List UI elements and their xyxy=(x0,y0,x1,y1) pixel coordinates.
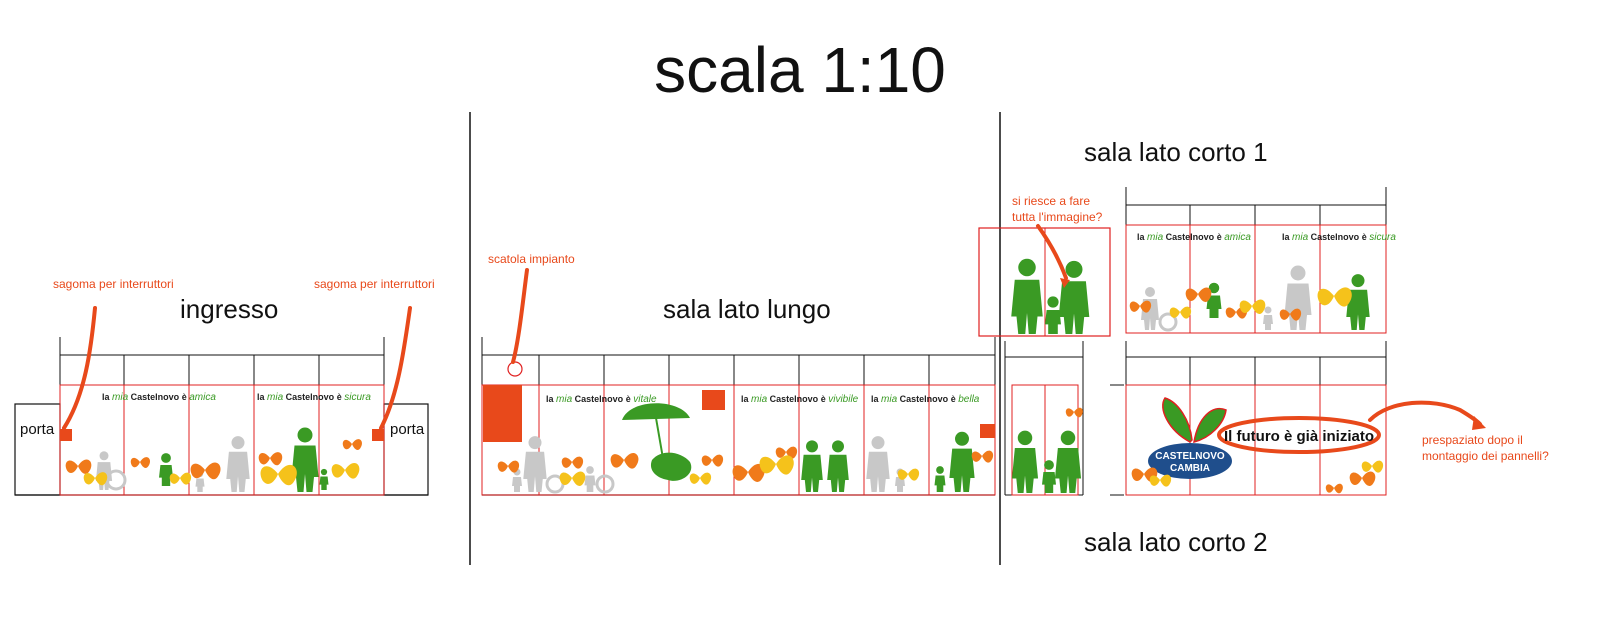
sala-lato-corto-2-elevation: CASTELNOVO CAMBIA Il futuro è già inizia… xyxy=(1004,341,1387,496)
porta-label-right: porta xyxy=(390,421,425,438)
porta-label-left: porta xyxy=(20,421,55,438)
arrow-sagoma-left xyxy=(62,306,97,430)
section-label-sala-lato-corto-2: sala lato corto 2 xyxy=(1084,527,1268,557)
note-prespaziato-line1: prespaziato dopo il xyxy=(1422,433,1523,447)
slogan-sicura-ingresso: la mia Castelnovo è sicura xyxy=(257,392,371,403)
sala-lato-lungo-elevation: la mia Castelnovo è vitale la mia Castel… xyxy=(481,337,996,496)
door-right xyxy=(383,403,429,496)
slogan-amica-corto1: la mia Castelnovo è amica xyxy=(1137,232,1251,243)
slogan-vivibile: la mia Castelnovo è vivibile xyxy=(741,394,859,405)
slogan-bella: la mia Castelnovo è bella xyxy=(871,394,980,405)
arrow-scatola xyxy=(511,268,529,364)
section-label-sala-lato-lungo: sala lato lungo xyxy=(663,294,831,324)
scatola-circle-marker xyxy=(507,361,523,377)
umbrella-shape xyxy=(622,403,690,420)
castelnovo-cambia-logo: CASTELNOVO CAMBIA xyxy=(1148,397,1232,479)
arrow-riesce xyxy=(1036,224,1068,280)
note-riesce-line1: si riesce a fare xyxy=(1012,194,1091,208)
slogan-vitale: la mia Castelnovo è vitale xyxy=(546,394,657,405)
box-orange-right xyxy=(980,424,995,438)
logo-text-line2: CAMBIA xyxy=(1170,463,1210,474)
note-sagoma-left: sagoma per interruttori xyxy=(53,277,174,291)
logo-text-line1: CASTELNOVO xyxy=(1155,451,1225,462)
box-scatola-impianto xyxy=(483,385,522,442)
banner-outline xyxy=(1217,416,1381,454)
switch-cutout-left xyxy=(60,429,72,441)
slogan-amica-ingresso: la mia Castelnovo è amica xyxy=(102,392,216,403)
note-scatola-impianto: scatola impianto xyxy=(488,252,575,266)
box-orange-middle xyxy=(702,390,725,410)
note-riesce-line2: tutta l'immagine? xyxy=(1012,210,1103,224)
banner-text: Il futuro è già iniziato xyxy=(1224,428,1374,445)
page-title: scala 1:10 xyxy=(654,34,946,106)
ingresso-elevation: la mia Castelnovo è amica la mia Casteln… xyxy=(14,337,429,496)
slogan-sicura-corto1: la mia Castelnovo è sicura xyxy=(1282,232,1396,243)
door-left xyxy=(14,403,61,496)
section-label-ingresso: ingresso xyxy=(180,294,279,324)
sala-lato-corto-1-elevation: la mia Castelnovo è amica la mia Casteln… xyxy=(978,187,1396,337)
note-prespaziato-line2: montaggio dei pannelli? xyxy=(1422,449,1549,463)
switch-cutout-right xyxy=(372,429,384,441)
note-sagoma-right: sagoma per interruttori xyxy=(314,277,435,291)
arrow-sagoma-right xyxy=(379,306,412,430)
section-label-sala-lato-corto-1: sala lato corto 1 xyxy=(1084,137,1268,167)
